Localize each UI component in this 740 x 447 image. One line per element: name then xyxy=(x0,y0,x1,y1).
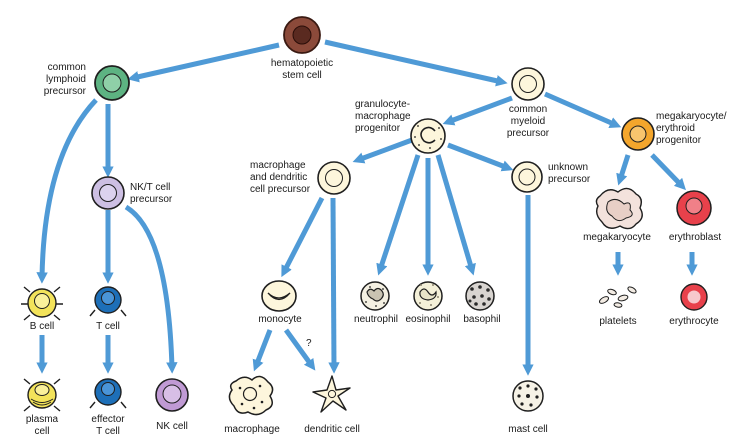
label-erythrocyte: erythrocyte xyxy=(669,316,719,327)
label-megakaryocyte: megakaryocyte xyxy=(583,232,651,243)
arrow-stem-to-myeloid xyxy=(324,39,508,87)
label-dendritic-cell: dendritic cell xyxy=(304,424,360,435)
megakaryocyte-erythroid-progenitor-cell xyxy=(621,117,655,151)
arrow-gm-to-basophil xyxy=(435,154,476,276)
arrow-nkt-to-nkcell xyxy=(124,204,178,374)
arrow-megaery-to-megakaryocyte xyxy=(616,154,631,186)
effector-t-cell xyxy=(89,378,127,409)
arrow-myeloid-to-gm xyxy=(442,95,513,126)
basophil-cell xyxy=(465,281,495,311)
gm-progenitor-cell xyxy=(410,118,446,154)
arrow-monocyte-to-macrophage xyxy=(252,329,273,372)
common-lymphoid-precursor-cell xyxy=(94,65,130,101)
macrophage-cell xyxy=(228,375,274,416)
nk-cell xyxy=(155,378,189,412)
arrow-megaery-to-erythroblast xyxy=(650,153,686,191)
monocyte-cell xyxy=(261,280,297,312)
hematopoietic-stem-cell xyxy=(283,16,321,54)
label-eosinophil: eosinophil xyxy=(405,314,451,325)
label-nk-cell: NK cell xyxy=(156,421,188,432)
t-cell xyxy=(89,286,127,317)
macrophage-dendritic-precursor-cell xyxy=(317,161,351,195)
plasma-cell xyxy=(23,378,61,412)
unknown-precursor-cell xyxy=(511,161,543,193)
arrow-stem-to-lymphoid xyxy=(127,42,280,83)
nkt-precursor-cell xyxy=(91,176,125,210)
erythrocyte-cell xyxy=(680,283,708,311)
arrow-lymphoid-to-bcell xyxy=(36,98,98,284)
arrow-macdc-to-dendritic xyxy=(328,197,340,374)
label-basophil: basophil xyxy=(463,314,501,325)
arrow-macdc-to-monocyte xyxy=(281,196,325,278)
erythroblast-cell xyxy=(676,190,712,226)
label-platelets: platelets xyxy=(599,316,637,327)
label-monocyte: monocyte xyxy=(258,314,302,325)
arrow-monocyte-to-dendritic xyxy=(283,328,316,371)
megakaryocyte-cell xyxy=(595,187,643,230)
arrow-gm-to-unknown xyxy=(447,142,514,172)
arrow-gm-to-macdc xyxy=(352,137,413,164)
label-question-mark: ? xyxy=(306,338,312,349)
label-mast-cell: mast cell xyxy=(508,424,548,435)
platelets-cells xyxy=(598,286,637,308)
label-macrophage: macrophage xyxy=(224,424,280,435)
common-myeloid-progenitor-cell xyxy=(511,67,545,101)
label-b-cell: B cell xyxy=(29,321,55,332)
b-cell xyxy=(21,286,63,321)
label-neutrophil: neutrophil xyxy=(354,314,398,325)
label-erythroblast: erythroblast xyxy=(668,232,722,243)
eosinophil-cell xyxy=(413,281,443,311)
arrow-myeloid-to-megaery xyxy=(543,91,622,128)
label-t-cell: T cell xyxy=(96,321,120,332)
mast-cell xyxy=(512,380,544,412)
neutrophil-cell xyxy=(360,281,390,311)
arrow-gm-to-neutrophil xyxy=(376,154,421,276)
dendritic-cell xyxy=(312,375,351,413)
